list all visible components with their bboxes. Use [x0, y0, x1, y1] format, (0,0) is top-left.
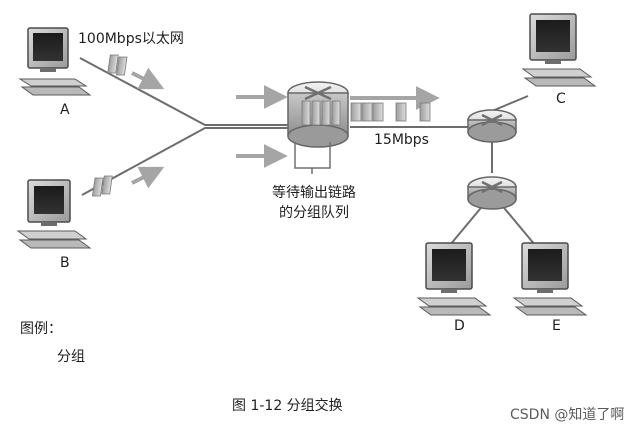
network-label-a: 100Mbps以太网	[78, 28, 184, 48]
incoming-packet-b-icon	[92, 176, 112, 196]
host-label-d: D	[454, 318, 465, 334]
host-label-c: C	[556, 91, 566, 107]
outgoing-packets-icon	[351, 103, 430, 121]
legend-title: 图例：	[20, 318, 62, 338]
link-speed-label: 15Mbps	[374, 132, 429, 148]
host-d-computer-icon	[418, 243, 490, 315]
incoming-packet-a-icon	[108, 55, 127, 75]
host-label-b: B	[60, 255, 70, 271]
watermark: CSDN @知道了啊	[510, 404, 624, 424]
host-b-computer-icon	[18, 180, 90, 248]
router-right-bottom-icon	[468, 177, 516, 209]
host-label-a: A	[60, 102, 70, 118]
host-e-computer-icon	[514, 243, 586, 315]
legend-packet-label: 分组	[57, 346, 85, 366]
host-c-computer-icon	[523, 14, 595, 86]
router-right-top-icon	[468, 110, 516, 142]
queue-label-line-1: 等待输出链路	[272, 183, 356, 203]
figure-caption: 图 1-12 分组交换	[232, 395, 343, 415]
queue-label-line-2: 的分组队列	[279, 203, 349, 223]
host-label-e: E	[552, 318, 561, 334]
